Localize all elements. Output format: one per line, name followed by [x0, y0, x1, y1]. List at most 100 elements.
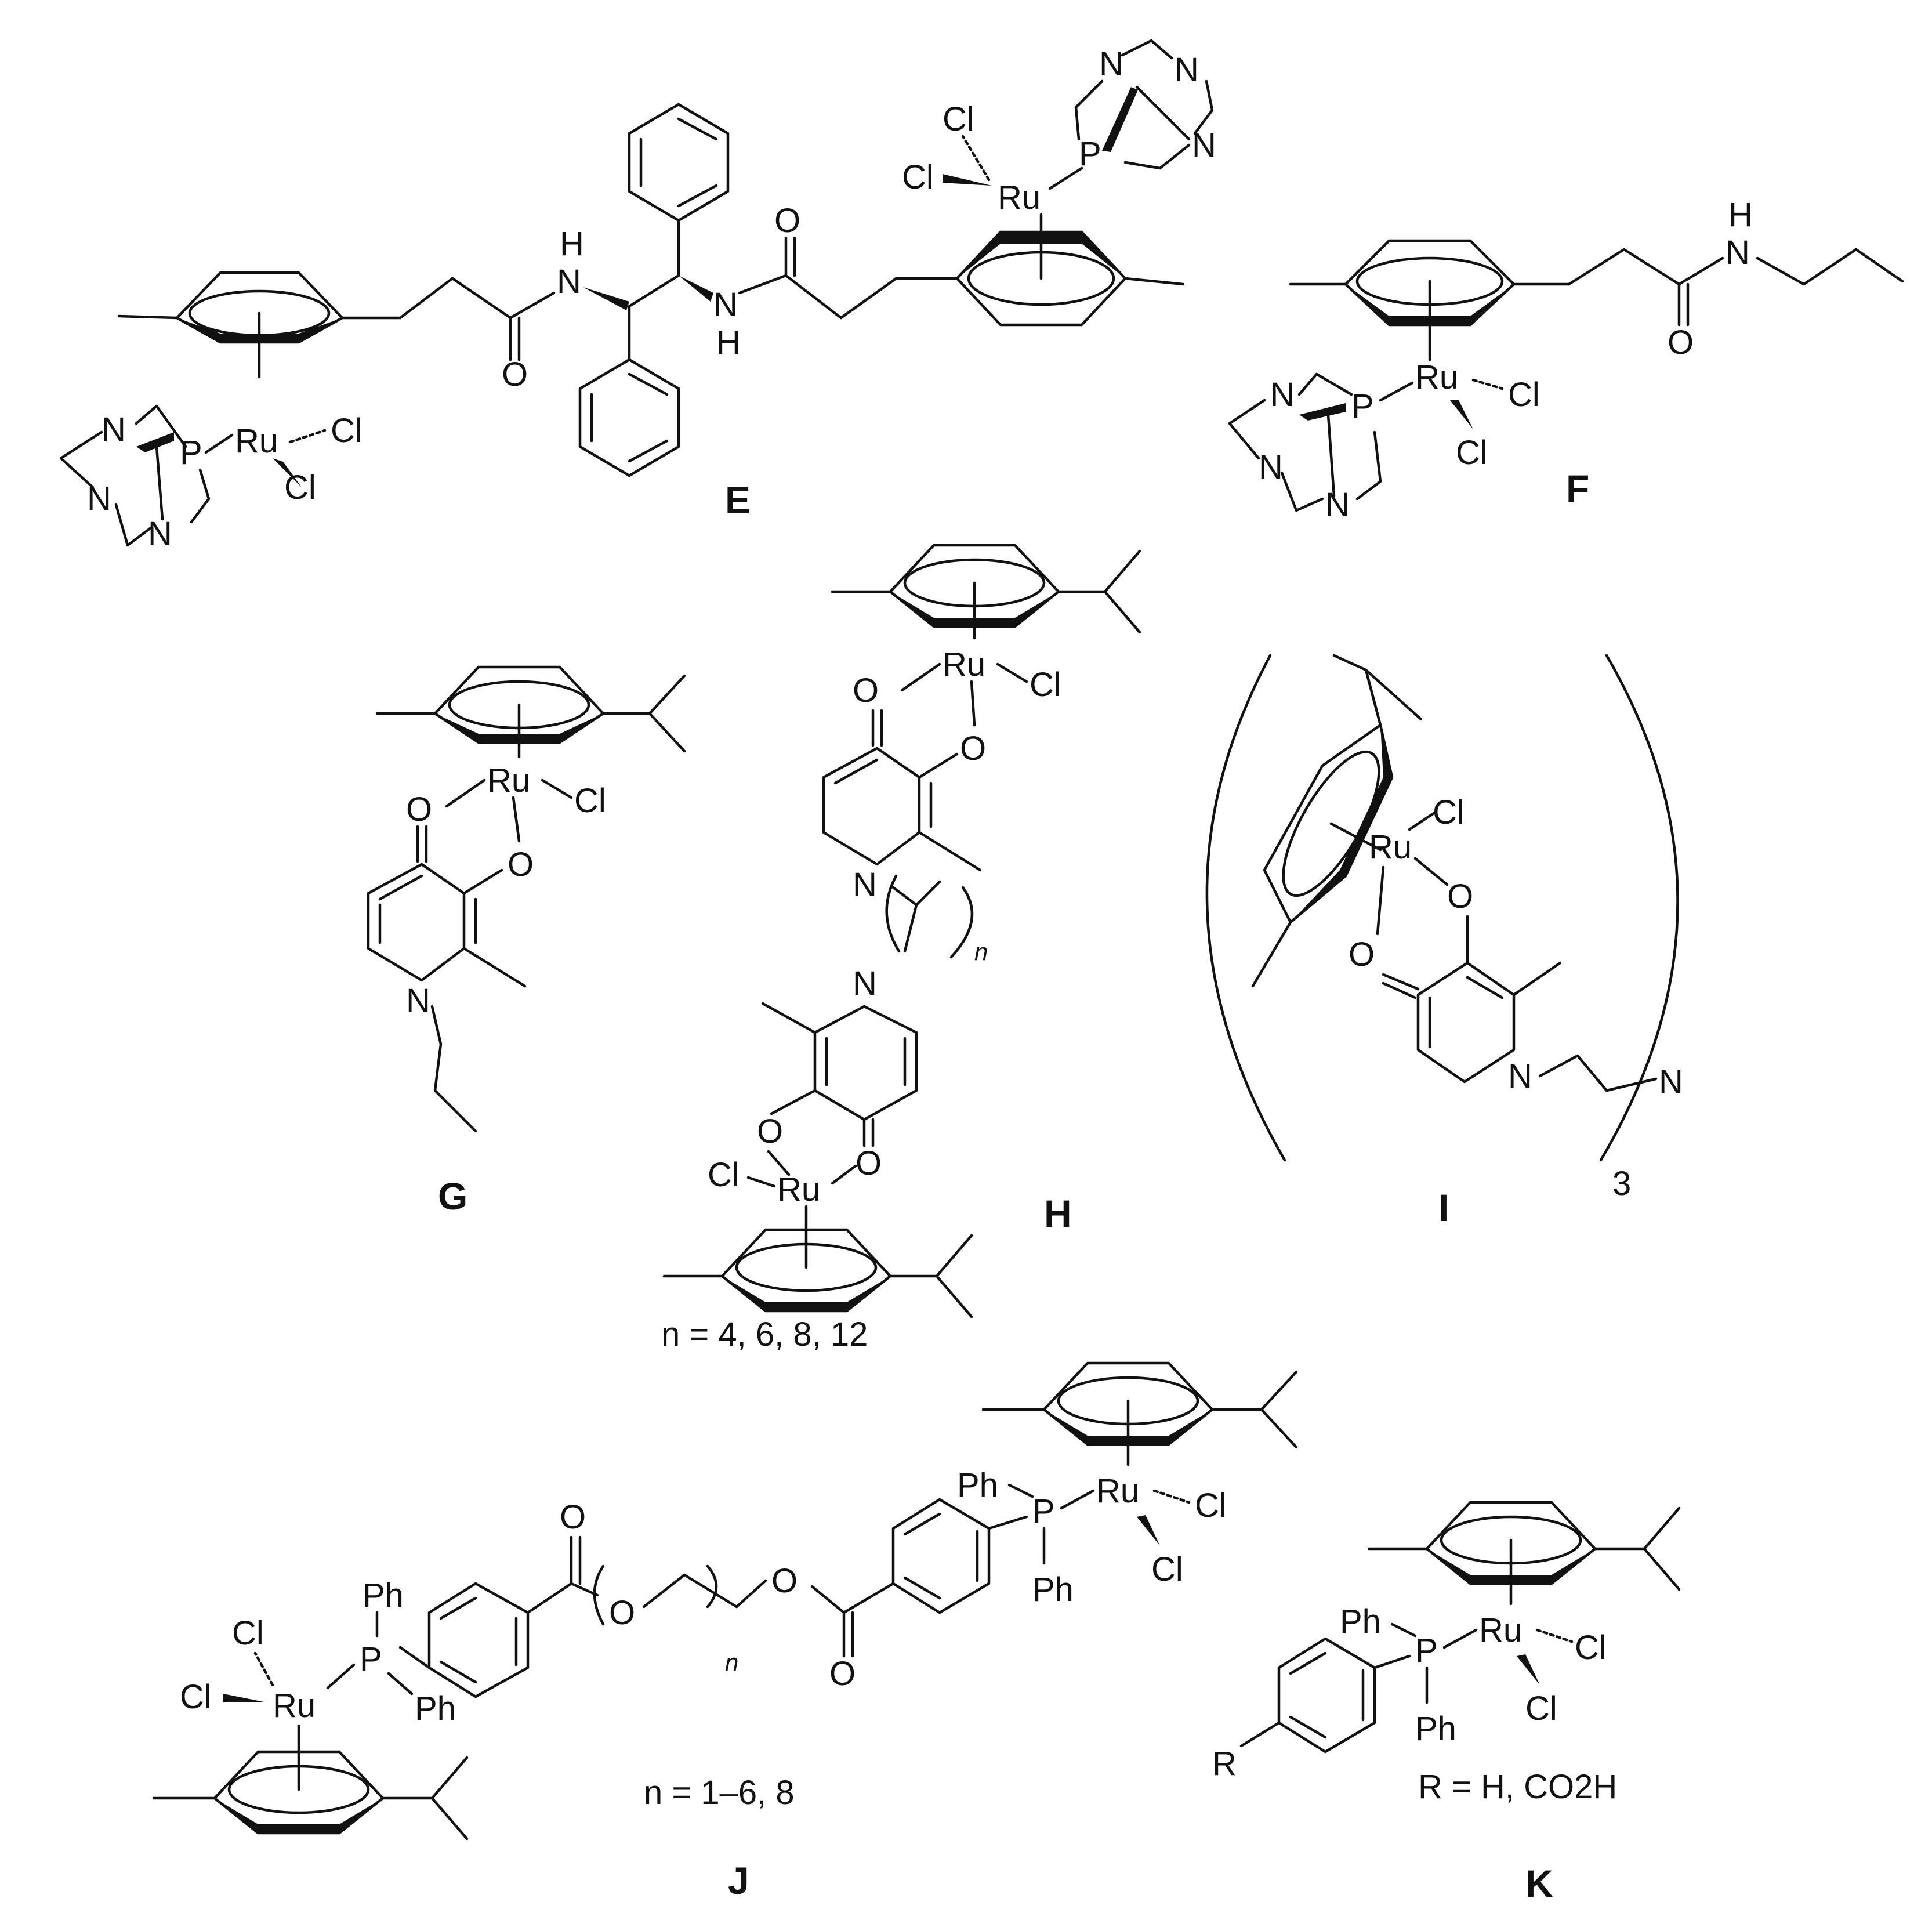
atom-n: N	[853, 866, 877, 904]
atom-p: P	[1351, 387, 1374, 425]
atom-n: N	[557, 263, 581, 300]
compound-label-f: F	[1566, 467, 1589, 510]
compound-label-g: G	[438, 1175, 467, 1218]
atom-ru: Ru	[1479, 1611, 1522, 1649]
compound-e-linker: O N H N H O	[502, 202, 959, 393]
atom-n: N	[102, 411, 126, 448]
atom-ru: Ru	[235, 422, 278, 460]
atom-p: P	[1032, 1492, 1055, 1530]
compound-e-right-arene	[955, 213, 1185, 327]
atom-o: O	[1349, 936, 1375, 973]
atom-ru: Ru	[943, 646, 985, 683]
compound-e-left-arene	[117, 271, 512, 379]
atom-o: O	[502, 356, 528, 393]
compound-e-right-ru-center: Ru Cl Cl P N N N	[902, 39, 1216, 216]
atom-ru: Ru	[1415, 358, 1458, 396]
atom-o: O	[1668, 324, 1694, 361]
atom-ph: Ph	[1415, 1710, 1456, 1748]
atom-cl: Cl	[331, 412, 363, 450]
atom-n: N	[406, 982, 430, 1020]
compound-label-h: H	[1044, 1192, 1072, 1235]
compound-f: O N H Ru Cl Cl P N N N F	[1228, 196, 1904, 524]
atom-cl: Cl	[180, 1678, 212, 1716]
atom-ru: Ru	[1369, 828, 1412, 866]
atom-n: N	[87, 480, 111, 518]
compound-e-phenyl-lower	[578, 358, 680, 477]
compound-label-i: I	[1438, 1186, 1449, 1229]
compound-e-phenyl-upper	[628, 103, 730, 222]
atom-cl: Cl	[1030, 666, 1061, 704]
atom-h: H	[716, 324, 741, 361]
atom-o: O	[771, 1562, 798, 1600]
compound-e-left-ru-center: Ru Cl Cl P N N N	[59, 404, 363, 553]
atom-o: O	[853, 672, 879, 709]
atom-n: N	[1192, 126, 1216, 164]
atom-o: O	[1447, 878, 1473, 915]
compound-h-n-values: n = 4, 6, 8, 12	[661, 1316, 868, 1353]
atom-ru: Ru	[998, 179, 1041, 216]
atom-ru: Ru	[273, 1687, 316, 1725]
atom-n: N	[1099, 45, 1123, 83]
atom-o: O	[406, 791, 432, 828]
compound-j-n-values: n = 1–6, 8	[644, 1774, 795, 1812]
atom-n: N	[1508, 1057, 1532, 1095]
atom-cl: Cl	[574, 782, 606, 820]
atom-cl: Cl	[1433, 794, 1465, 831]
atom-ru: Ru	[777, 1171, 820, 1208]
atom-n: N	[1175, 51, 1199, 89]
atom-cl: Cl	[1525, 1690, 1557, 1727]
atom-n: N	[1325, 486, 1350, 524]
atom-cl: Cl	[943, 100, 974, 138]
compound-label-e: E	[725, 479, 751, 521]
atom-p: P	[180, 434, 202, 472]
atom-o: O	[757, 1113, 783, 1150]
compound-k: Ru Cl Cl P Ph Ph R R = H, CO2H K	[1212, 1501, 1681, 1905]
atom-ph: Ph	[1340, 1603, 1381, 1640]
atom-cl: Cl	[1508, 376, 1540, 414]
atom-cl: Cl	[1151, 1551, 1183, 1588]
atom-cl: Cl	[1456, 434, 1488, 472]
atom-n: N	[1726, 234, 1750, 271]
atom-o: O	[960, 730, 986, 767]
atom-o: O	[560, 1498, 586, 1536]
atom-o: O	[609, 1594, 635, 1632]
compound-j: Ru Cl Cl P Ph Ph O O n O O	[152, 1361, 1298, 1902]
atom-ph: Ph	[363, 1577, 404, 1614]
atom-p: P	[360, 1640, 382, 1678]
atom-ru: Ru	[1096, 1472, 1139, 1510]
atom-h: H	[560, 225, 584, 263]
atom-o: O	[508, 846, 534, 883]
atom-n: N	[1270, 376, 1295, 414]
atom-ru: Ru	[487, 762, 530, 799]
compound-label-j: J	[728, 1859, 749, 1902]
atom-n-subscript: n	[974, 938, 988, 965]
atom-p: P	[1079, 135, 1101, 173]
atom-o: O	[774, 202, 800, 240]
atom-ph: Ph	[415, 1690, 456, 1727]
atom-h: H	[1728, 196, 1753, 234]
compound-label-k: K	[1525, 1862, 1553, 1905]
compound-e: Ru Cl Cl P N N N O N H	[59, 39, 1216, 553]
atom-cl: Cl	[708, 1156, 740, 1194]
atom-cl: Cl	[1575, 1629, 1607, 1667]
atom-p: P	[1415, 1632, 1438, 1669]
compound-h: Ru Cl O O N n N O O Cl Ru	[661, 544, 1141, 1353]
compound-i-multiplier: 3	[1612, 1165, 1631, 1202]
atom-o: O	[856, 1144, 882, 1182]
compound-g: Ru Cl O O N G	[367, 665, 686, 1218]
atom-r: R	[1212, 1745, 1237, 1783]
atom-cl: Cl	[232, 1614, 264, 1652]
compound-k-r-values: R = H, CO2H	[1418, 1768, 1617, 1806]
atom-ph: Ph	[957, 1466, 998, 1504]
atom-cl: Cl	[1195, 1487, 1227, 1524]
atom-ph: Ph	[1032, 1571, 1074, 1609]
atom-n: N	[1659, 1063, 1683, 1101]
atom-n: N	[853, 965, 877, 1002]
atom-n-subscript: n	[725, 1649, 738, 1676]
compound-i: Ru Cl O O N N 3 I	[1205, 654, 1683, 1229]
atom-n: N	[713, 286, 738, 324]
atom-n: N	[1259, 448, 1283, 486]
atom-o: O	[829, 1655, 856, 1693]
